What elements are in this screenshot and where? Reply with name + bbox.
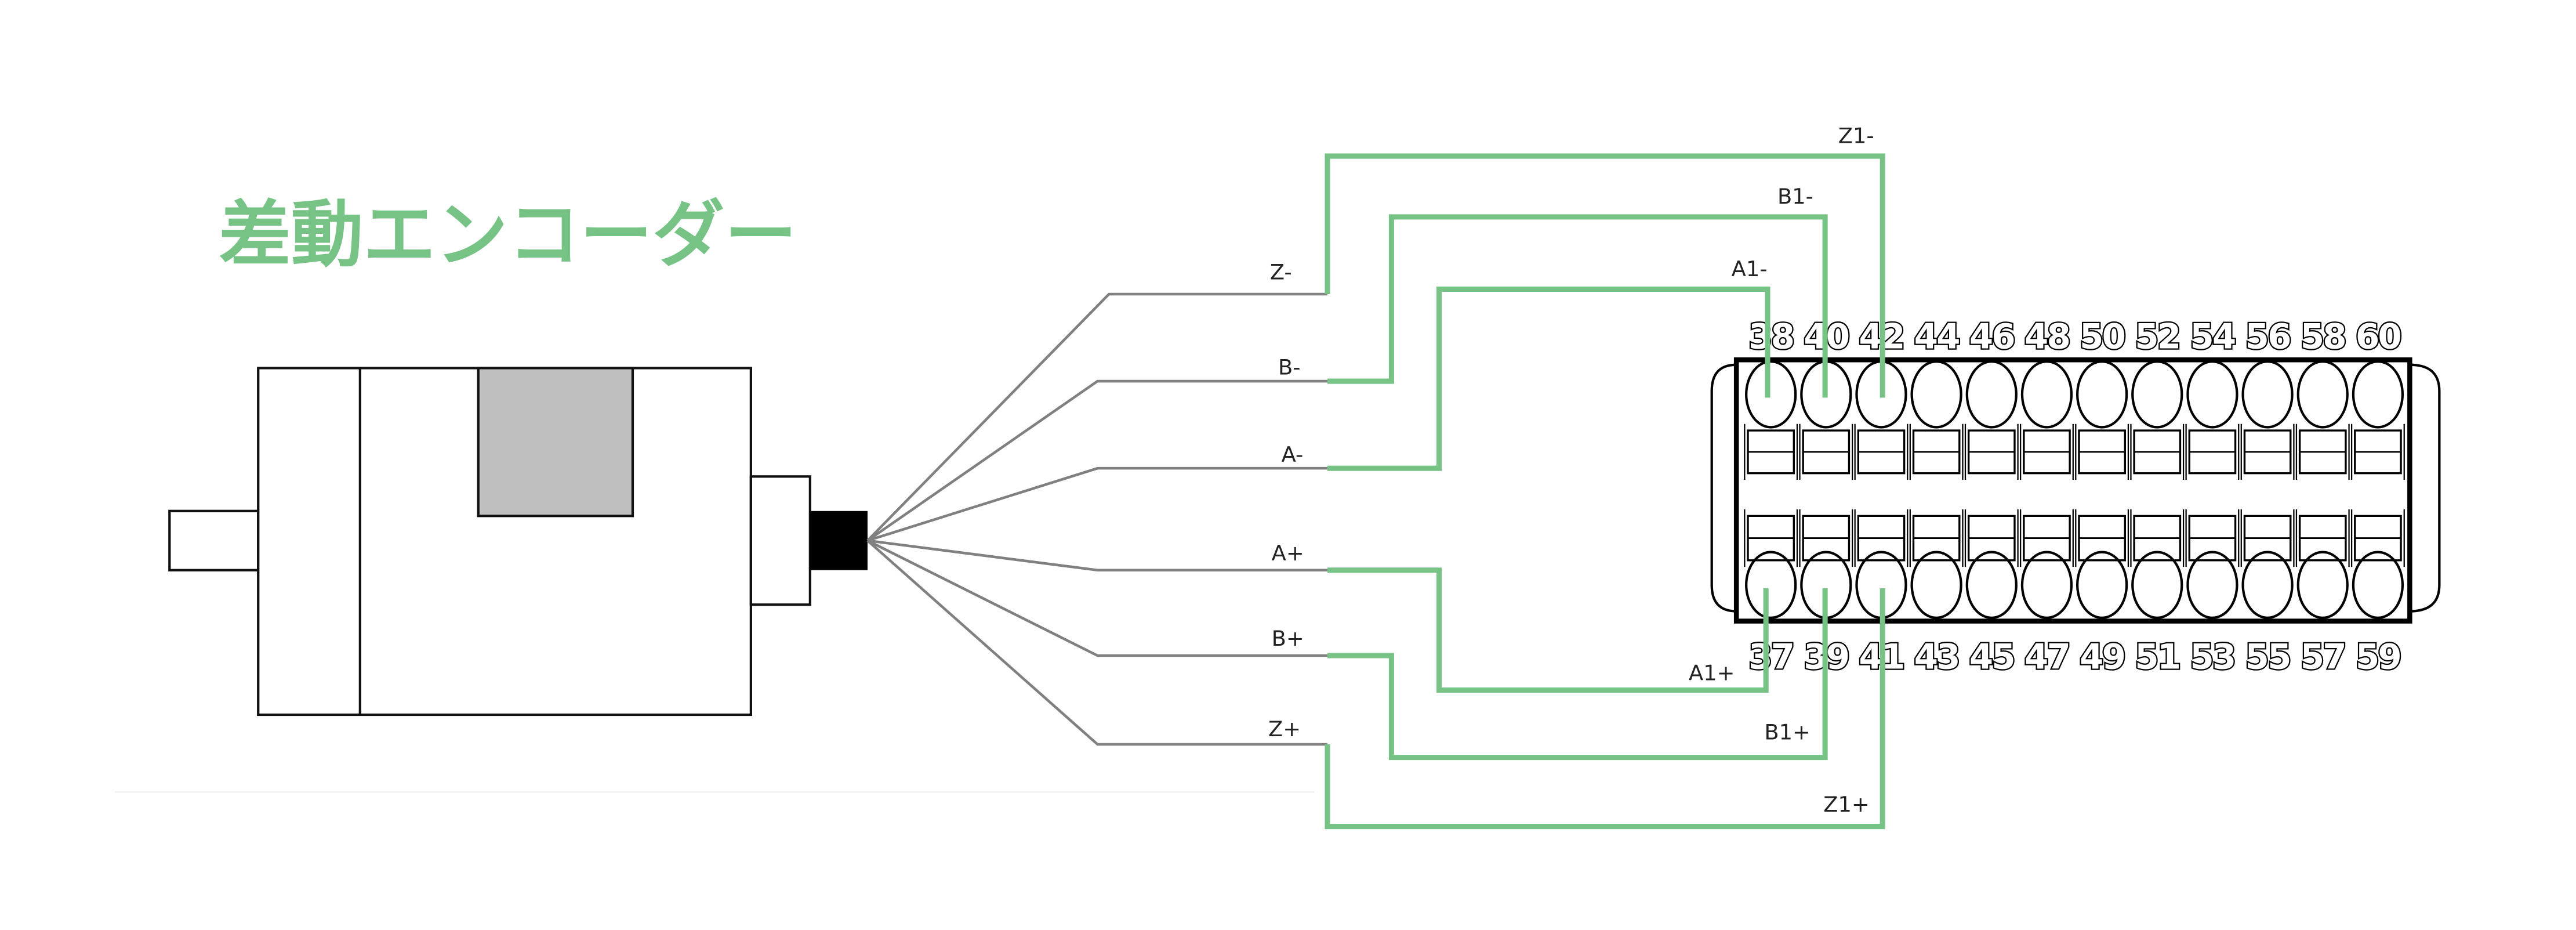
pin-number-50: 50: [2080, 317, 2125, 357]
pin-number-60: 60: [2356, 317, 2401, 357]
terminal-hole-38: [1745, 360, 1797, 429]
cable-a-minus: [867, 466, 1327, 542]
terminal-left-tab: [1710, 363, 1737, 613]
pin-number-46: 46: [1969, 317, 2015, 357]
terminal-hole-43: [1910, 551, 1962, 620]
encoder-flange: [749, 475, 811, 606]
terminal-hole-58: [2296, 360, 2349, 429]
terminal-hole-50: [2076, 360, 2128, 429]
signal-wires: [1325, 153, 1885, 830]
label-a-minus: A-: [1282, 442, 1304, 467]
terminal-hole-48: [2020, 360, 2073, 429]
wire-b: [1327, 214, 1828, 398]
terminal-hole-45: [1965, 551, 2018, 620]
pin-number-48: 48: [2024, 317, 2069, 357]
diagram-title: 差動エンコーダー: [219, 193, 797, 277]
pin-number-54: 54: [2190, 317, 2235, 357]
encoder-connector: [810, 511, 868, 570]
terminal-hole-49: [2076, 551, 2128, 620]
wire-z: [1325, 153, 1885, 398]
terminal-right-tab: [2410, 363, 2441, 613]
cable-a-plus: [867, 539, 1327, 572]
terminal-hole-47: [2020, 551, 2073, 620]
wire-b-plus: [1327, 588, 1828, 761]
wire-a-plus: [1327, 567, 1769, 693]
encoder-motor: [168, 367, 868, 717]
pin-number-52: 52: [2135, 317, 2179, 357]
terminal-hole-52: [2131, 360, 2183, 429]
pin-number-59: 59: [2356, 638, 2400, 678]
label-b-plus: B+: [1272, 626, 1304, 651]
encoder-cable: [866, 292, 1327, 746]
terminal-hole-59: [2352, 551, 2404, 620]
wire-z-plus: [1325, 588, 1885, 830]
pin-number-55: 55: [2245, 638, 2290, 678]
label-a-plus: A+: [1272, 541, 1304, 566]
pin-number-44: 44: [1914, 317, 1960, 357]
pin-number-56: 56: [2245, 317, 2291, 357]
pin-number-38: 38: [1748, 317, 1793, 357]
motor-shaft: [168, 509, 260, 571]
label-a1-minus: A1-: [1732, 256, 1768, 281]
terminal-hole-53: [2186, 551, 2238, 620]
label-z1-plus: Z1+: [1823, 792, 1869, 817]
terminal-hole-37: [1745, 551, 1797, 620]
pin-number-58: 58: [2301, 317, 2345, 357]
terminal-frame: [1733, 357, 2412, 624]
pin-number-45: 45: [1969, 638, 2014, 678]
cable-b-plus: [866, 539, 1327, 657]
terminal-block: [1710, 357, 2441, 624]
terminal-hole-56: [2241, 360, 2294, 429]
pin-number-57: 57: [2301, 638, 2345, 678]
pin-number-43: 43: [1914, 638, 1959, 678]
label-b1-plus: B1+: [1764, 719, 1810, 744]
label-a1-plus: A1+: [1689, 661, 1735, 686]
terminal-hole-46: [1965, 360, 2018, 429]
wire-a: [1327, 286, 1770, 471]
terminal-hole-60: [2352, 360, 2404, 429]
label-b1-minus: B1-: [1777, 184, 1813, 209]
label-z-minus: Z-: [1270, 259, 1292, 284]
pin-number-53: 53: [2190, 638, 2234, 678]
pin-number-37: 37: [1748, 638, 1793, 678]
pin-number-47: 47: [2024, 638, 2069, 678]
cable-z-plus: [866, 540, 1327, 746]
terminal-hole-57: [2296, 551, 2349, 620]
terminal-hole-44: [1910, 360, 1962, 429]
cable-b-minus: [866, 379, 1327, 542]
label-z1-minus: Z1-: [1838, 123, 1874, 148]
label-b-minus: B-: [1278, 355, 1301, 380]
cable-z-minus: [866, 292, 1327, 542]
terminal-hole-51: [2131, 551, 2183, 620]
pin-number-51: 51: [2135, 638, 2179, 678]
terminal-hole-55: [2241, 551, 2294, 620]
motor-window: [477, 367, 634, 518]
label-z-plus: Z+: [1268, 717, 1301, 741]
pin-number-49: 49: [2080, 638, 2124, 678]
terminal-hole-54: [2186, 360, 2238, 429]
